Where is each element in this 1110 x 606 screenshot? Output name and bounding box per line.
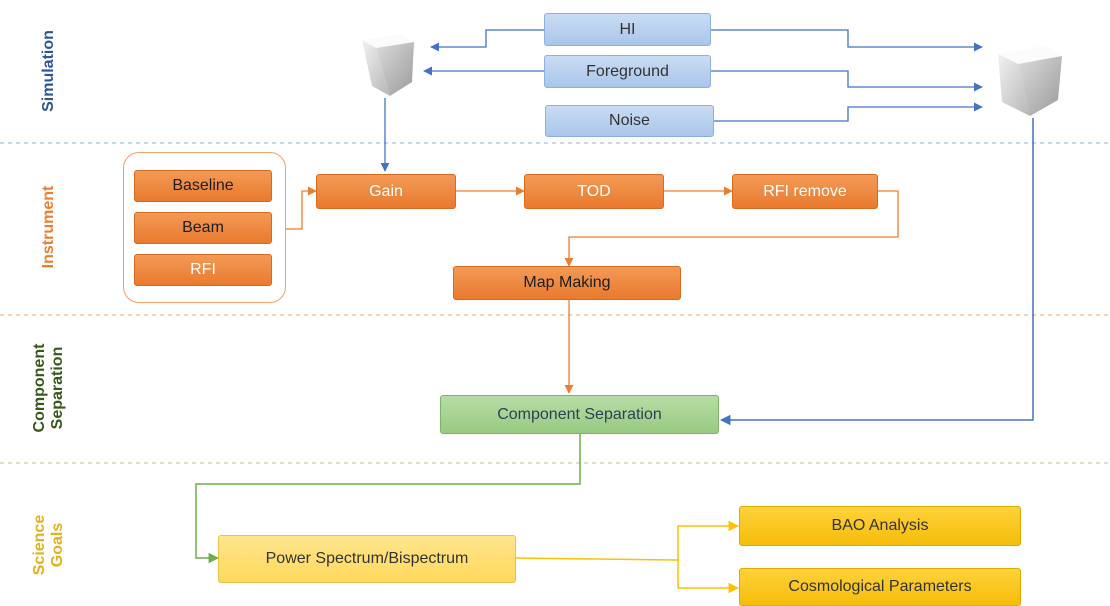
foreground-box: Foreground xyxy=(544,55,711,88)
component-separation-box: Component Separation xyxy=(440,395,719,434)
tod-box: TOD xyxy=(524,174,664,209)
lane-label-component-line1: Component xyxy=(31,343,48,433)
arrow-hi-to-left-cube xyxy=(430,29,545,52)
arrow-ps-to-split xyxy=(515,557,679,561)
arrow-noise-to-right-cube xyxy=(714,102,983,122)
arrow-group-to-gain xyxy=(286,186,317,230)
arrow-ps-to-bao xyxy=(677,520,740,560)
hi-box: HI xyxy=(544,13,711,46)
arrow-rfiremove-to-mapmaking xyxy=(564,190,899,267)
lane-label-simulation: Simulation xyxy=(40,30,57,112)
lane-label-science-line1: Science xyxy=(31,514,48,576)
arrow-ps-to-cosmo xyxy=(677,560,740,594)
noise-box: Noise xyxy=(545,105,714,137)
baseline-box: Baseline xyxy=(134,170,272,202)
lane-label-science-line2: Goals xyxy=(49,522,66,568)
bao-analysis-box: BAO Analysis xyxy=(739,506,1021,546)
arrow-hi-to-right-cube xyxy=(711,29,983,52)
lane-label-science-goals: Science Goals xyxy=(31,490,67,600)
arrow-fg-to-right-cube xyxy=(711,70,983,92)
simulation-cube-right-icon xyxy=(998,46,1062,116)
cosmological-parameters-box: Cosmological Parameters xyxy=(739,568,1021,606)
arrow-compsep-to-powerspectrum xyxy=(195,434,581,564)
simulation-cube-left-icon xyxy=(362,34,414,96)
map-making-box: Map Making xyxy=(453,266,681,300)
lane-label-component-line2: Separation xyxy=(49,346,66,430)
rfi-box: RFI xyxy=(134,254,272,286)
lane-label-instrument: Instrument xyxy=(40,185,57,269)
beam-box: Beam xyxy=(134,212,272,244)
power-spectrum-box: Power Spectrum/Bispectrum xyxy=(218,535,516,583)
gain-box: Gain xyxy=(316,174,456,209)
lane-label-component-separation: Component Separation xyxy=(31,333,67,443)
arrow-right-cube-to-compsep xyxy=(719,118,1034,426)
rfi-remove-box: RFI remove xyxy=(732,174,878,209)
